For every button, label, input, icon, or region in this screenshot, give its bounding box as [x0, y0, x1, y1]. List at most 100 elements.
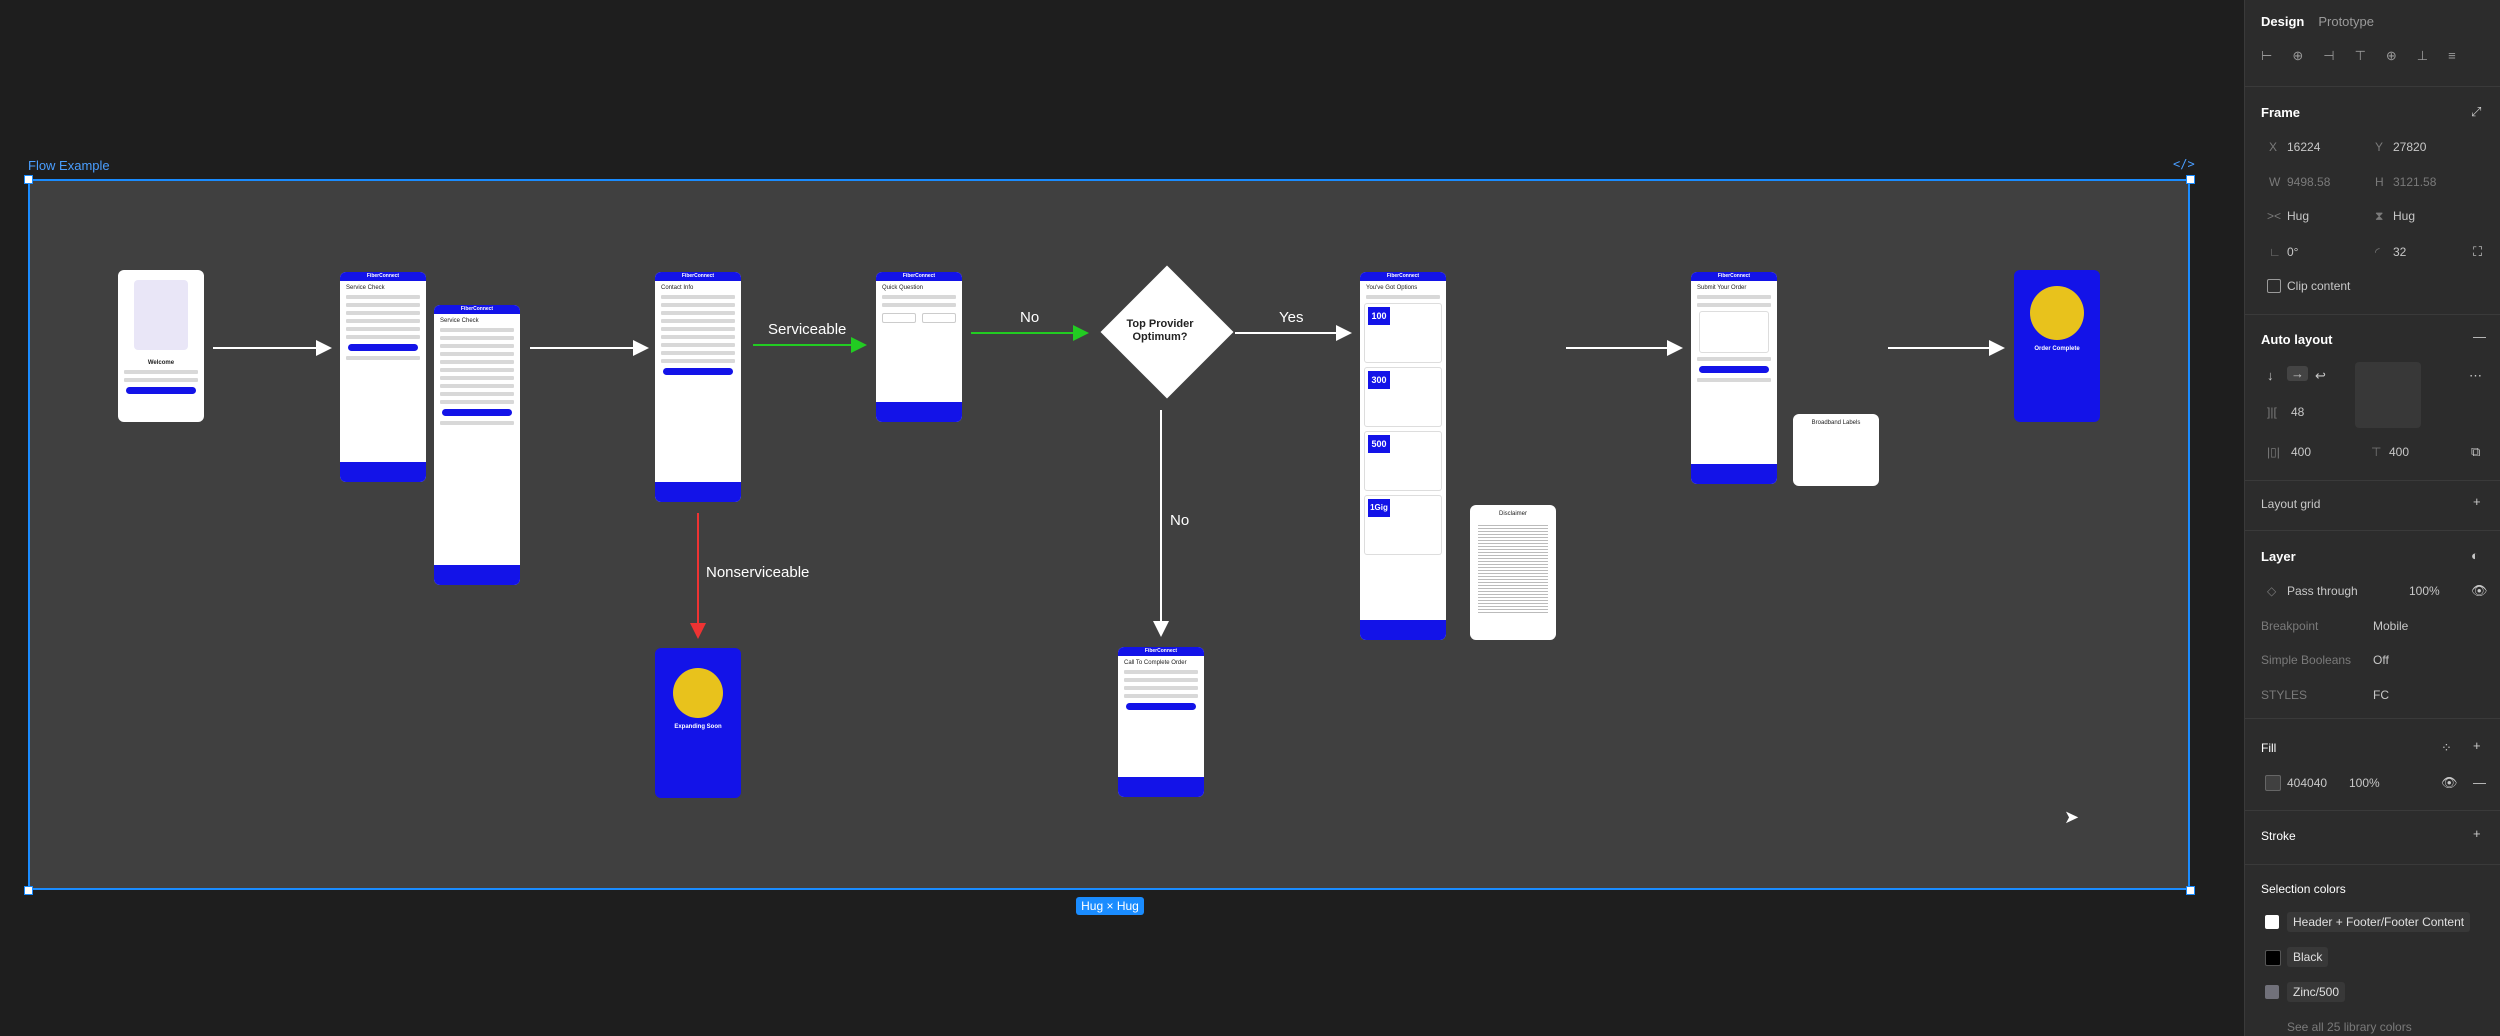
screen-service-check[interactable]: FiberConnect Service Check	[340, 272, 426, 482]
screen-quick-question[interactable]: FiberConnect Quick Question	[876, 272, 962, 422]
welcome-title: Welcome	[147, 360, 175, 366]
padding-v-input[interactable]: 400	[2389, 445, 2410, 459]
h-input[interactable]: 3121.58	[2393, 175, 2437, 189]
properties-panel: Design Prototype ⊢ ⊕ ⊣ ⊤ ⊕ ⊥ ≡ Frame ⤢ X…	[2244, 0, 2500, 1036]
frame-section-title[interactable]: Frame	[2261, 105, 2301, 120]
align-center-v-icon[interactable]: ⊕	[2385, 48, 2397, 63]
direction-horizontal-icon[interactable]: →	[2287, 366, 2308, 381]
label-nonserviceable: Nonserviceable	[706, 564, 810, 581]
plan-card[interactable]: 300	[1364, 367, 1442, 427]
service-check-2-next[interactable]	[442, 409, 512, 416]
resize-handle-br[interactable]	[2186, 886, 2195, 895]
color-swatch-zinc[interactable]	[2265, 985, 2279, 999]
independent-corners-icon[interactable]: ⛶	[2473, 244, 2483, 259]
color-chip-black[interactable]: Black	[2287, 947, 2329, 967]
align-center-h-icon[interactable]: ⊕	[2292, 48, 2304, 63]
screen-service-check-2[interactable]: FiberConnect Service Check	[434, 305, 520, 585]
screen-disclaimer[interactable]: Disclaimer	[1470, 505, 1556, 640]
welcome-button[interactable]	[126, 387, 196, 394]
simple-booleans-select[interactable]: Off	[2373, 653, 2389, 667]
screen-welcome[interactable]: Welcome	[118, 270, 204, 422]
styles-select[interactable]: FC	[2373, 688, 2389, 702]
layer-opacity-input[interactable]: 100%	[2409, 584, 2440, 598]
fill-hex-input[interactable]: 404040	[2287, 776, 2328, 790]
frame-name-label[interactable]: Flow Example	[28, 158, 110, 173]
resize-handle-tr[interactable]	[2186, 175, 2195, 184]
add-layout-grid-icon[interactable]: +	[2473, 494, 2481, 509]
align-left-icon[interactable]: ⊢	[2261, 48, 2273, 63]
direction-vertical-icon[interactable]: ↓	[2267, 368, 2274, 383]
fill-visibility-icon[interactable]: 👁	[2441, 775, 2458, 790]
padding-h-input[interactable]: 400	[2291, 445, 2312, 459]
service-check-title: Service Check	[346, 285, 385, 291]
w-input[interactable]: 9498.58	[2287, 175, 2331, 189]
individual-padding-icon[interactable]: ⧉	[2471, 444, 2481, 459]
breakpoint-select[interactable]: Mobile	[2373, 619, 2409, 633]
resize-handle-bl[interactable]	[24, 886, 33, 895]
submit-button[interactable]	[1699, 366, 1769, 373]
fill-opacity-input[interactable]: 100%	[2349, 776, 2380, 790]
gap-input[interactable]: 48	[2291, 405, 2305, 419]
screen-expanding-soon[interactable]: Expanding Soon	[655, 648, 741, 798]
visibility-eye-icon[interactable]: 👁	[2471, 583, 2488, 598]
remove-auto-layout-icon[interactable]: —	[2473, 329, 2486, 344]
more-options-icon[interactable]: ⋯	[2469, 368, 2482, 383]
hug-width-select[interactable]: Hug	[2287, 209, 2310, 223]
color-chip-header-footer[interactable]: Header + Footer/Footer Content	[2287, 912, 2471, 932]
align-top-icon[interactable]: ⊤	[2354, 48, 2366, 63]
direction-wrap-icon[interactable]: ↩	[2315, 368, 2326, 383]
call-button[interactable]	[1126, 703, 1196, 710]
answer-yes-button[interactable]	[922, 313, 956, 323]
contact-info-next[interactable]	[663, 368, 733, 375]
x-input[interactable]: 16224	[2287, 140, 2321, 154]
resize-to-fit-icon[interactable]: ⤢	[2471, 104, 2482, 119]
canvas[interactable]: Flow Example </> Hug × Hug Serviceable N…	[0, 0, 2244, 1036]
add-stroke-icon[interactable]: +	[2473, 826, 2481, 841]
see-all-colors-link[interactable]: See all 25 library colors	[2287, 1020, 2412, 1034]
hug-height-select[interactable]: Hug	[2393, 209, 2416, 223]
w-label: W	[2269, 175, 2281, 189]
screen-order-complete[interactable]: Order Complete	[2014, 270, 2100, 422]
y-label: Y	[2375, 140, 2384, 154]
styles-label: STYLES	[2261, 688, 2308, 702]
resize-handle-tl[interactable]	[24, 175, 33, 184]
remove-fill-icon[interactable]: —	[2473, 775, 2486, 790]
selection-colors-title: Selection colors	[2261, 882, 2346, 896]
screen-internet-options[interactable]: FiberConnect You've Got Options 100 300 …	[1360, 272, 1446, 640]
clip-content-checkbox[interactable]	[2267, 279, 2281, 293]
fill-styles-icon[interactable]: ⁘	[2441, 740, 2452, 755]
speed-tier: 500	[1368, 435, 1390, 453]
fill-swatch[interactable]	[2265, 775, 2281, 791]
tab-design[interactable]: Design	[2261, 14, 2305, 29]
answer-no-button[interactable]	[882, 313, 916, 323]
alignment-grid[interactable]	[2355, 362, 2421, 428]
align-right-icon[interactable]: ⊣	[2323, 48, 2335, 63]
layer-mode-icon[interactable]: ◐	[2471, 548, 2479, 563]
y-input[interactable]: 27820	[2393, 140, 2427, 154]
quick-question-title: Quick Question	[882, 285, 924, 291]
blend-mode-select[interactable]: Pass through	[2287, 584, 2358, 598]
speed-tier: 1Gig	[1368, 499, 1390, 517]
plan-card[interactable]: 500	[1364, 431, 1442, 491]
distribute-icon[interactable]: ≡	[2448, 48, 2456, 63]
color-swatch-black[interactable]	[2265, 950, 2281, 966]
color-chip-zinc[interactable]: Zinc/500	[2287, 982, 2346, 1002]
screen-submit-order[interactable]: FiberConnect Submit Your Order	[1691, 272, 1777, 484]
corner-radius-input[interactable]: 32	[2393, 245, 2407, 259]
service-check-2-title: Service Check	[440, 318, 479, 324]
tab-prototype[interactable]: Prototype	[2318, 14, 2374, 29]
add-fill-icon[interactable]: +	[2473, 738, 2481, 753]
rotation-input[interactable]: 0°	[2287, 245, 2299, 259]
plan-card[interactable]: 1Gig	[1364, 495, 1442, 555]
footer	[655, 482, 741, 502]
plan-card[interactable]: 100	[1364, 303, 1442, 363]
service-check-next[interactable]	[348, 344, 418, 351]
code-icon[interactable]: </>	[2173, 157, 2195, 171]
color-swatch-header-footer[interactable]	[2265, 915, 2279, 929]
screen-contact-info[interactable]: FiberConnect Contact Info	[655, 272, 741, 502]
blend-icon: ◇	[2267, 584, 2277, 598]
brand-header: FiberConnect	[1360, 272, 1446, 281]
screen-broadband-labels[interactable]: Broadband Labels	[1793, 414, 1879, 486]
align-bottom-icon[interactable]: ⊥	[2416, 48, 2429, 63]
screen-call-to-complete[interactable]: FiberConnect Call To Complete Order	[1118, 647, 1204, 797]
